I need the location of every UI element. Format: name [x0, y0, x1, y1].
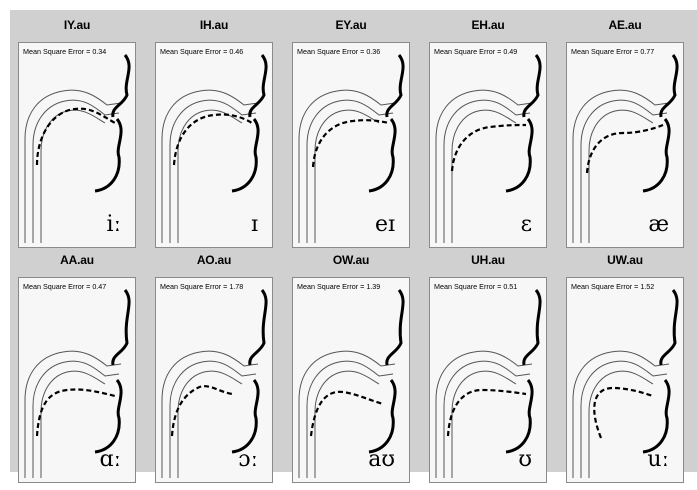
palate-outer-contour: [162, 90, 258, 243]
vowel-cell: UW.auMean Square Error = 1.52uː: [558, 245, 692, 477]
audio-file-title: UH.au: [421, 245, 555, 275]
upper-lip-curve: [113, 290, 129, 365]
audio-file-title: IY.au: [10, 10, 144, 40]
upper-lip-curve: [524, 55, 540, 117]
audio-file-title: EY.au: [284, 10, 418, 40]
ipa-symbol: aʊ: [368, 447, 395, 472]
vowel-cell: IY.auMean Square Error = 0.34iː: [10, 10, 144, 242]
upper-lip-curve: [661, 55, 677, 117]
palate-inner-contour: [444, 361, 530, 478]
vocal-tract-plot: Mean Square Error = 0.77æ: [566, 42, 684, 248]
lower-jaw-curve: [232, 119, 258, 191]
upper-lip-curve: [250, 290, 266, 365]
vowel-cell: UH.auMean Square Error = 0.51ʊ: [421, 245, 555, 477]
lower-jaw-curve: [506, 119, 532, 191]
tongue-base-contour: [41, 110, 105, 243]
upper-lip-curve: [113, 55, 129, 117]
vocal-tract-plot: Mean Square Error = 0.36eɪ: [292, 42, 410, 248]
ipa-symbol: ɔː: [238, 447, 258, 472]
vowel-cell: AO.auMean Square Error = 1.78ɔː: [147, 245, 281, 477]
tongue-base-contour: [452, 110, 516, 243]
palate-inner-contour: [170, 100, 256, 243]
lower-jaw-curve: [369, 380, 395, 452]
ipa-symbol: eɪ: [375, 212, 395, 237]
lower-jaw-curve: [232, 380, 258, 452]
ipa-symbol: iː: [107, 212, 121, 237]
estimated-tongue-dashed: [37, 389, 115, 436]
vocal-tract-panel-grid: IY.auMean Square Error = 0.34iːIH.auMean…: [10, 10, 697, 472]
ipa-symbol: ɑː: [100, 447, 122, 472]
vocal-tract-plot: Mean Square Error = 0.47ɑː: [18, 277, 136, 483]
upper-lip-curve: [250, 55, 266, 117]
lower-jaw-curve: [95, 119, 121, 191]
audio-file-title: EH.au: [421, 10, 555, 40]
lower-jaw-curve: [369, 119, 395, 191]
vocal-tract-plot: Mean Square Error = 0.46ɪ: [155, 42, 273, 248]
estimated-tongue-dashed: [311, 392, 383, 436]
vowel-cell: IH.auMean Square Error = 0.46ɪ: [147, 10, 281, 242]
upper-lip-curve: [524, 290, 540, 365]
estimated-tongue-dashed: [452, 125, 526, 171]
ipa-symbol: uː: [647, 447, 669, 472]
audio-file-title: AO.au: [147, 245, 281, 275]
vocal-tract-plot: Mean Square Error = 1.52uː: [566, 277, 684, 483]
palate-inner-contour: [444, 100, 530, 243]
estimated-tongue-dashed: [594, 388, 653, 438]
audio-file-title: IH.au: [147, 10, 281, 40]
estimated-tongue-dashed: [587, 125, 663, 173]
tongue-base-contour: [178, 110, 242, 243]
estimated-tongue-dashed: [37, 109, 115, 165]
tongue-base-contour: [452, 371, 516, 478]
upper-lip-curve: [661, 290, 677, 365]
vowel-cell: EH.auMean Square Error = 0.49ɛ: [421, 10, 555, 242]
vocal-tract-plot: Mean Square Error = 0.49ɛ: [429, 42, 547, 248]
tongue-base-contour: [41, 371, 105, 478]
vowel-cell: EY.auMean Square Error = 0.36eɪ: [284, 10, 418, 242]
vocal-tract-plot: Mean Square Error = 1.39aʊ: [292, 277, 410, 483]
tongue-base-contour: [315, 110, 379, 243]
audio-file-title: AE.au: [558, 10, 692, 40]
audio-file-title: OW.au: [284, 245, 418, 275]
vocal-tract-plot: Mean Square Error = 0.51ʊ: [429, 277, 547, 483]
estimated-tongue-dashed: [448, 390, 526, 436]
upper-lip-curve: [387, 290, 403, 365]
vowel-cell: OW.auMean Square Error = 1.39aʊ: [284, 245, 418, 477]
tongue-base-contour: [178, 371, 242, 478]
lower-jaw-curve: [643, 380, 669, 452]
ipa-symbol: ʊ: [518, 447, 532, 472]
vocal-tract-plot: Mean Square Error = 0.34iː: [18, 42, 136, 248]
ipa-symbol: ɪ: [251, 212, 258, 237]
vocal-tract-plot: Mean Square Error = 1.78ɔː: [155, 277, 273, 483]
upper-lip-curve: [387, 55, 403, 117]
estimated-tongue-dashed: [313, 120, 389, 167]
vowel-cell: AA.auMean Square Error = 0.47ɑː: [10, 245, 144, 477]
lower-jaw-curve: [95, 380, 121, 452]
audio-file-title: AA.au: [10, 245, 144, 275]
ipa-symbol: æ: [648, 212, 669, 237]
vowel-cell: AE.auMean Square Error = 0.77æ: [558, 10, 692, 242]
palate-outer-contour: [436, 90, 532, 243]
ipa-symbol: ɛ: [521, 212, 532, 237]
tongue-base-contour: [589, 371, 653, 478]
audio-file-title: UW.au: [558, 245, 692, 275]
